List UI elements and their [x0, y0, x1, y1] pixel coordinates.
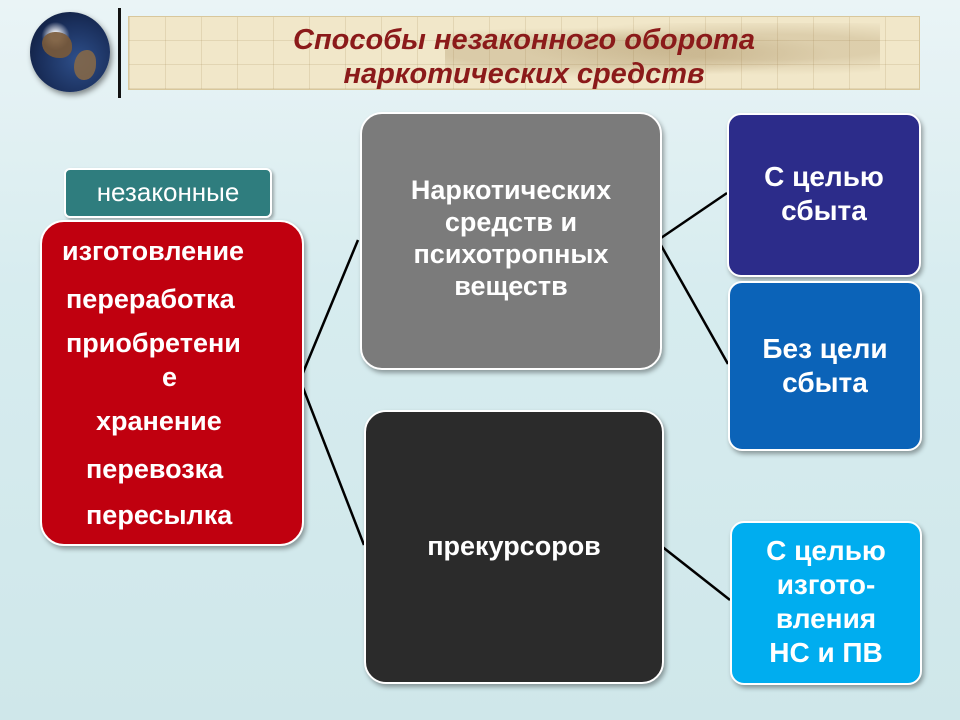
connector-left-bottom [298, 379, 366, 546]
action-item: перевозка [86, 454, 224, 484]
box-text-line: средств и [444, 207, 578, 237]
for-manufacture-box: С целью изгото- вления НС и ПВ [730, 521, 922, 685]
narcotic-substances-box: Наркотических средств и психотропных вещ… [360, 112, 662, 370]
not-for-sale-box: Без цели сбыта [728, 281, 922, 451]
box-text-line: Наркотических [410, 175, 612, 205]
title-banner: Способы незаконного оборота наркотически… [128, 16, 920, 90]
for-sale-box: С целью сбыта [727, 113, 921, 277]
box-text-line: прекурсоров [427, 531, 601, 561]
illegal-tag: незаконные [64, 168, 272, 218]
globe-icon [30, 12, 110, 92]
box-text-line: Без цели [762, 333, 888, 364]
header-divider [118, 8, 121, 98]
page-title: Способы незаконного оборота наркотически… [129, 23, 919, 91]
action-item: приобретени [66, 328, 241, 358]
illegal-actions-box: изготовление переработка приобретени е х… [40, 220, 304, 546]
connector-gray-blue [656, 239, 730, 365]
box-text-line: вления [775, 603, 877, 634]
globe-land [42, 32, 72, 58]
box-text-line: сбыта [781, 195, 867, 226]
action-item: изготовление [62, 236, 245, 266]
precursors-box: прекурсоров [364, 410, 664, 684]
box-text-line: изгото- [776, 569, 876, 600]
title-line-1: Способы незаконного оборота [293, 24, 755, 56]
action-item: е [162, 362, 178, 392]
box-text-line: С целью [766, 535, 886, 566]
box-text-line: веществ [454, 271, 568, 301]
action-item: хранение [96, 406, 222, 436]
action-item: переработка [66, 284, 235, 314]
box-text-line: сбыта [782, 367, 868, 398]
box-text-line: С целью [764, 161, 884, 192]
box-text-line: НС и ПВ [769, 637, 883, 668]
connector-left-top [298, 239, 360, 381]
title-line-2: наркотических средств [343, 58, 705, 90]
connector-gray-purple [657, 191, 728, 242]
action-item: пересылка [86, 500, 233, 530]
globe-land [74, 50, 96, 80]
world-map-background [445, 23, 880, 83]
box-text-line: психотропных [413, 239, 609, 269]
connector-dark-cyan [659, 544, 731, 601]
